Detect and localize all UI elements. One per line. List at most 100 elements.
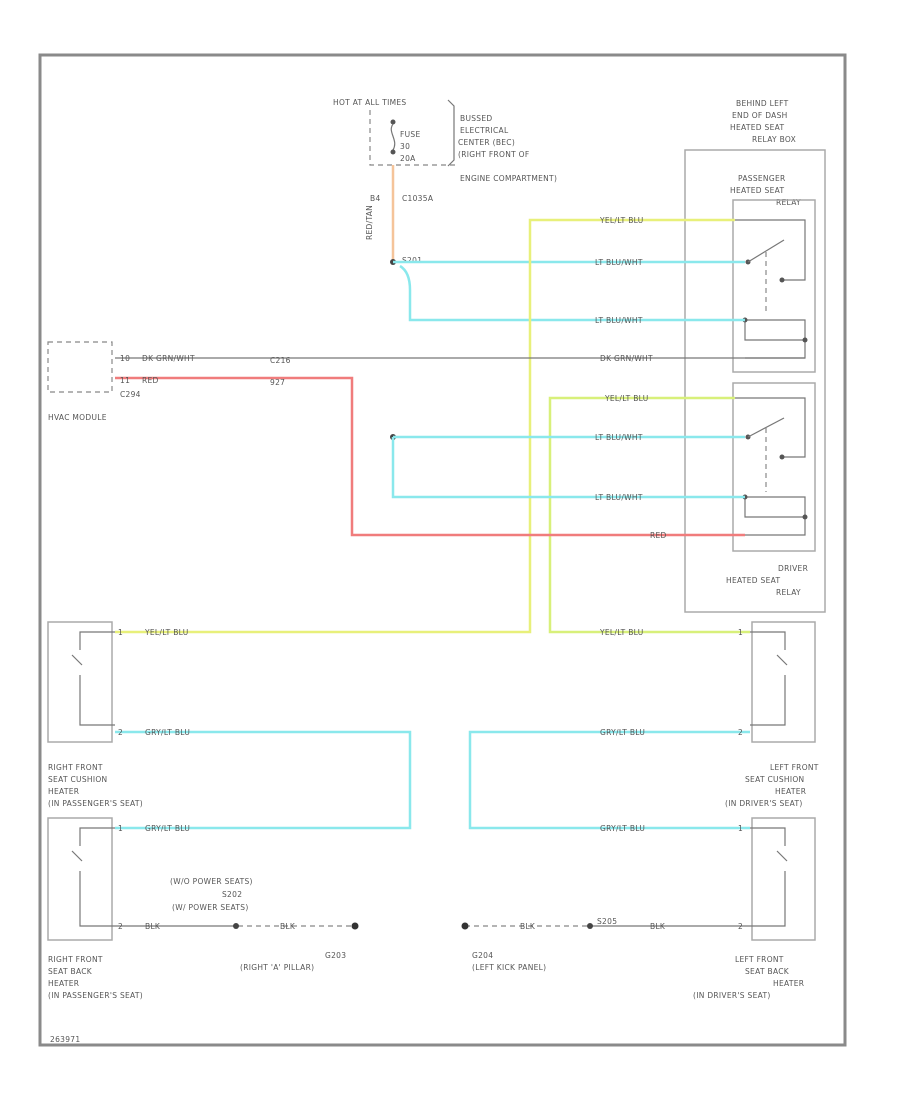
splice-label: S201 [402,256,422,265]
pin-label: 1 [738,824,743,833]
ground-label: G203 [325,951,346,960]
rf-back-heater: 1 2 RIGHT FRONT SEAT BACK HEATER (IN PAS… [47,817,143,1000]
hvac-module-outline [47,341,113,393]
bec-label: CENTER (BEC) [458,138,515,147]
bec-label: (RIGHT FRONT OF [458,150,530,159]
relay-switch-icon [747,239,785,263]
pin-label: 2 [118,922,123,931]
pin-label: 2 [118,728,123,737]
yel-lt-blu-wire-passenger [115,218,735,634]
connector-pin-label: B4 [370,194,381,203]
heater-label: HEATER [773,979,804,988]
bec-label: BUSSED [460,114,492,123]
heater-label: SEAT BACK [48,967,93,976]
bec-bracket [447,99,455,167]
ground-location: (RIGHT 'A' PILLAR) [240,963,314,972]
splice-label: S205 [597,917,617,926]
heater-label: SEAT CUSHION [745,775,804,784]
relay-feed-line [735,397,806,458]
heater-label: (IN DRIVER'S SEAT) [725,799,803,808]
heater-label: HEATER [775,787,806,796]
wire-label: BLK [520,922,536,931]
relay-box-location: HEATED SEAT [730,123,784,132]
hot-at-all-times-label: HOT AT ALL TIMES [333,98,406,107]
wire-label: RED [650,531,667,540]
fuse-terminal-icon [390,119,396,125]
wire-label: DK GRN/WHT [142,354,195,363]
heater-label: (IN DRIVER'S SEAT) [693,991,771,1000]
relay-box-location: RELAY BOX [752,135,796,144]
wire-label: YEL/LT BLU [604,394,649,403]
ground-location: (LEFT KICK PANEL) [472,963,546,972]
wire-label: YEL/LT BLU [599,628,644,637]
heater-label: SEAT CUSHION [48,775,107,784]
wire-label: BLK [280,922,296,931]
wire-label: LT BLU/WHT [595,493,643,502]
relay-coil-icon [744,319,806,359]
wire-label: LT BLU/WHT [595,258,643,267]
pin-label: 10 [120,354,130,363]
heater-label: SEAT BACK [745,967,790,976]
hvac-module-label: HVAC MODULE [48,413,107,422]
relay-box-location: BEHIND LEFT [736,99,789,108]
wire-label: GRY/LT BLU [145,728,190,737]
diagram-number: 263971 [50,1035,80,1044]
pin-label: 2 [738,922,743,931]
wire-label: YEL/LT BLU [599,216,644,225]
heater-label: RIGHT FRONT [48,763,103,772]
ground-note: (W/O POWER SEATS) [170,877,253,886]
driver-relay-label: DRIVER [778,564,808,573]
connector-label: C1035A [402,194,434,203]
pin-label: 11 [120,376,130,385]
pin-label: 1 [118,628,123,637]
fuse-terminal-icon [390,149,396,155]
gry-lt-blu-wire-right [115,730,412,830]
rf-cushion-heater: 1 2 RIGHT FRONT SEAT CUSHION HEATER (IN … [47,621,143,808]
heater-element-icon [750,631,788,726]
bec-label: ELECTRICAL [460,126,509,135]
lf-cushion-heater: 1 2 LEFT FRONT SEAT CUSHION HEATER (IN D… [725,621,819,808]
lf-back-heater: 1 2 LEFT FRONT SEAT BACK HEATER (IN DRIV… [693,817,816,1000]
passenger-relay-label: RELAY [776,198,801,207]
wire-label: LT BLU/WHT [595,433,643,442]
wire-label: RED [142,376,159,385]
bec-fuse-group: HOT AT ALL TIMES FUSE 30 20A BUSSED ELEC… [333,98,557,240]
relay-switch-icon [747,417,785,438]
passenger-relay-label: PASSENGER [738,174,786,183]
connector-label: C294 [120,390,141,399]
wire-label: BLK [145,922,161,931]
heater-label: RIGHT FRONT [48,955,103,964]
fuse-icon [390,123,396,151]
gry-lt-blu-wire-left [468,730,750,830]
red-wire [115,376,745,537]
hvac-module: 10 DK GRN/WHT 11 RED C294 C216 927 HVAC … [47,341,291,422]
relay-feed-line [735,219,806,281]
driver-relay-label: RELAY [776,588,801,597]
heater-label: LEFT FRONT [770,763,819,772]
fuse-rating: 20A [400,154,416,163]
relay-coil-icon [744,496,806,536]
ground-g204-icon [461,922,469,930]
heater-label: (IN PASSENGER'S SEAT) [48,991,143,1000]
wire-label: DK GRN/WHT [600,354,653,363]
passenger-relay-internals [735,219,808,359]
wire-label: GRY/LT BLU [600,728,645,737]
driver-lt-blu-wht-wires [391,435,745,499]
ground-label: G204 [472,951,493,960]
pin-label: 2 [738,728,743,737]
wire-label: GRY/LT BLU [145,824,190,833]
red-tan-wire-label: RED/TAN [365,205,374,240]
bec-label: ENGINE COMPARTMENT) [460,174,557,183]
driver-heated-seat-relay [732,382,816,552]
heater-label: HEATER [48,979,79,988]
lt-blu-wht-wire [399,264,745,322]
driver-relay-label: HEATED SEAT [726,576,780,585]
heater-element-icon [71,631,115,726]
ground-note: (W/ POWER SEATS) [172,903,249,912]
relay-box-location: END OF DASH [732,111,788,120]
wire-label: BLK [650,922,666,931]
connector-label: C216 [270,356,291,365]
splice-label: S202 [222,890,242,899]
heater-label: HEATER [48,787,79,796]
